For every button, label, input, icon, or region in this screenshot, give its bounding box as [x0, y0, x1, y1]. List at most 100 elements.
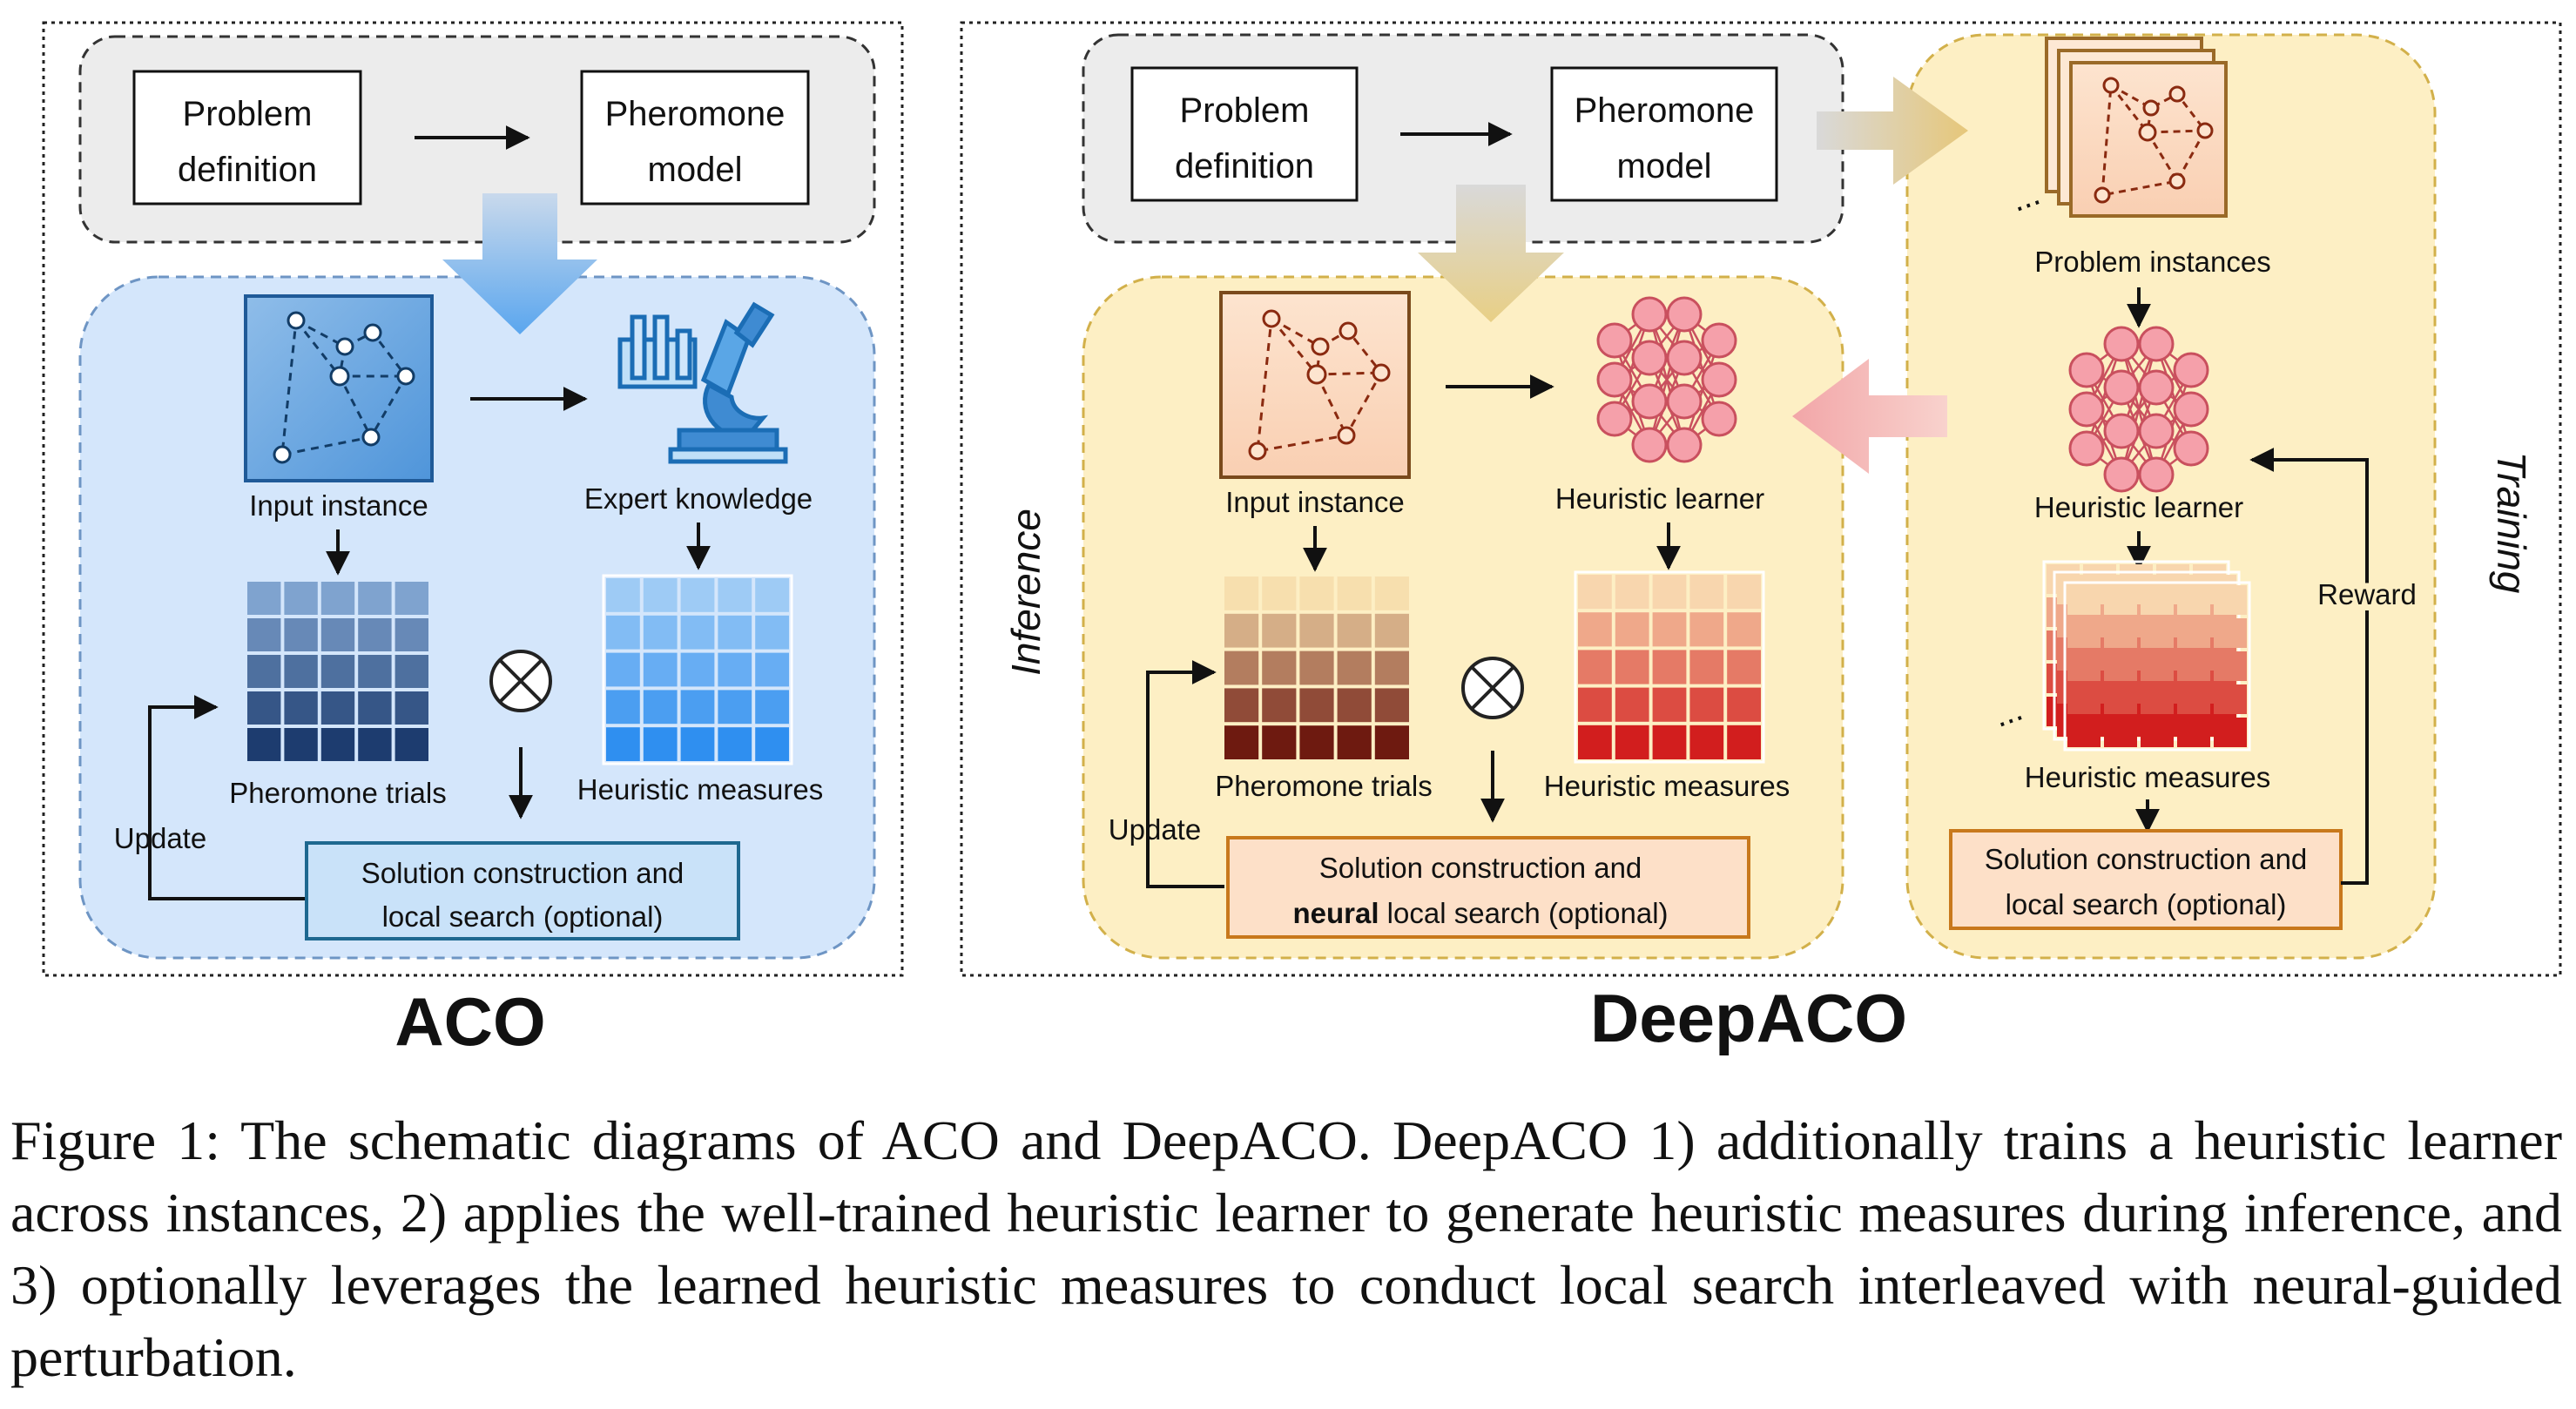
grid-cell — [247, 691, 281, 725]
nn-node — [2103, 413, 2140, 449]
grid-cell — [1652, 612, 1687, 647]
grid-cell — [1615, 575, 1649, 610]
deepaco-flow-arrow-down — [1418, 185, 1564, 322]
deepaco-heuristic-measures-label: Heuristic measures — [1544, 770, 1790, 802]
grid-cell — [1727, 575, 1761, 610]
deepaco-pheromone-model-l1: Pheromone — [1575, 91, 1755, 130]
deepaco-title: DeepACO — [1590, 980, 1907, 1056]
deepaco-pheromone-grid — [1224, 576, 1409, 759]
grid-cell — [320, 728, 355, 761]
nn-node — [2173, 430, 2209, 467]
aco-update-label: Update — [114, 822, 206, 854]
grid-cell — [2104, 585, 2137, 615]
nn-edge — [2155, 343, 2193, 449]
grid-cell — [284, 728, 318, 761]
grid-cell — [1727, 687, 1761, 722]
grid-cell — [1689, 650, 1724, 684]
grid-cell — [718, 615, 752, 650]
grid-cell — [1374, 651, 1409, 685]
aco-problem-definition-l2: definition — [178, 151, 317, 189]
deepaco-update-label: Update — [1109, 813, 1201, 846]
deepaco-heuristic-grid — [1574, 570, 1765, 764]
nn-node — [1596, 401, 1633, 437]
grid-cell — [284, 655, 318, 688]
grid-cell — [2067, 651, 2101, 681]
grid-cell — [1374, 576, 1409, 610]
grid-cell — [1578, 687, 1612, 722]
deepaco-training-label: Training — [2489, 452, 2534, 594]
aco-expert-knowledge-label: Expert knowledge — [584, 482, 813, 515]
aco-flow-arrow — [442, 193, 597, 334]
nn-node — [2138, 413, 2175, 449]
grid-cell — [358, 655, 392, 688]
grid-cell — [247, 582, 281, 615]
grid-cell — [358, 582, 392, 615]
microscope-icon — [617, 301, 788, 464]
grid-cell — [2177, 618, 2210, 648]
deepaco-flow-arrow-right — [1817, 77, 1968, 185]
nn-node — [2138, 456, 2175, 493]
grid-cell — [1374, 725, 1409, 759]
aco-pheromone-trials-label: Pheromone trials — [229, 777, 446, 809]
neural-network-icon — [2068, 326, 2209, 493]
problem-instances-stack-icon — [2045, 37, 2228, 218]
grid-cell — [1374, 688, 1409, 723]
nn-edge — [1682, 313, 1721, 420]
grid-cell — [718, 690, 752, 725]
grid-cell — [643, 652, 678, 687]
grid-cell — [1578, 575, 1612, 610]
grid-border — [2063, 581, 2251, 752]
grid-cell — [680, 652, 715, 687]
grid-cell — [1299, 576, 1334, 610]
nn-node — [2103, 369, 2140, 406]
grid-cell — [1299, 613, 1334, 648]
grid-cell — [2141, 718, 2174, 747]
deepaco-problem-definition-l2: definition — [1175, 147, 1314, 185]
grid-cell — [1337, 651, 1372, 685]
deepaco-train-heuristic-stack — [2042, 560, 2251, 752]
deepaco-reward-label: Reward — [2317, 578, 2417, 610]
nn-node — [2173, 391, 2209, 428]
aco-solution-box — [305, 841, 740, 940]
grid-cell — [680, 690, 715, 725]
deepaco-problem-instances-label: Problem instances — [2034, 246, 2270, 278]
nn-edge — [2085, 343, 2123, 449]
nn-node — [1666, 383, 1703, 420]
grid-cell — [2214, 585, 2247, 615]
deepaco-input-instance-label: Input instance — [1225, 486, 1404, 518]
aco-solution-l1: Solution construction and — [361, 857, 684, 889]
grid-cell — [755, 727, 789, 761]
nn-node — [2068, 430, 2105, 467]
grid-cell — [1689, 612, 1724, 647]
grid-cell — [2067, 718, 2101, 747]
grid-cell — [320, 691, 355, 725]
grid-cell — [1689, 687, 1724, 722]
deepaco-train-solution-box — [1949, 829, 2343, 930]
nn-node — [2103, 456, 2140, 493]
nn-node — [1666, 427, 1703, 463]
grid-cell — [1262, 613, 1297, 648]
nn-edge — [1613, 313, 1651, 420]
grid-cell — [1224, 576, 1259, 610]
nn-node — [1701, 322, 1737, 359]
nn-node — [1631, 383, 1668, 420]
nn-edge — [2120, 343, 2158, 475]
grid-cell — [1652, 687, 1687, 722]
aco-outer-frame — [42, 21, 904, 977]
grid-cell — [284, 691, 318, 725]
grid-cell — [1224, 613, 1259, 648]
grid-cell — [394, 728, 428, 761]
deepaco-problem-definition-box — [1130, 66, 1359, 202]
grid-cell — [2141, 651, 2174, 681]
grid-cell — [247, 655, 281, 688]
deepaco-solution-rest: local search (optional) — [1379, 897, 1669, 929]
grid-cell — [284, 582, 318, 615]
grid-cell — [718, 578, 752, 612]
nn-node — [1631, 296, 1668, 333]
grid-cell — [2141, 585, 2174, 615]
deepaco-train-learner-label: Heuristic learner — [2034, 491, 2243, 523]
grid-cell — [2141, 618, 2174, 648]
aco-title: ACO — [394, 983, 545, 1060]
grid-border — [1574, 570, 1765, 764]
grid-cell — [1578, 650, 1612, 684]
